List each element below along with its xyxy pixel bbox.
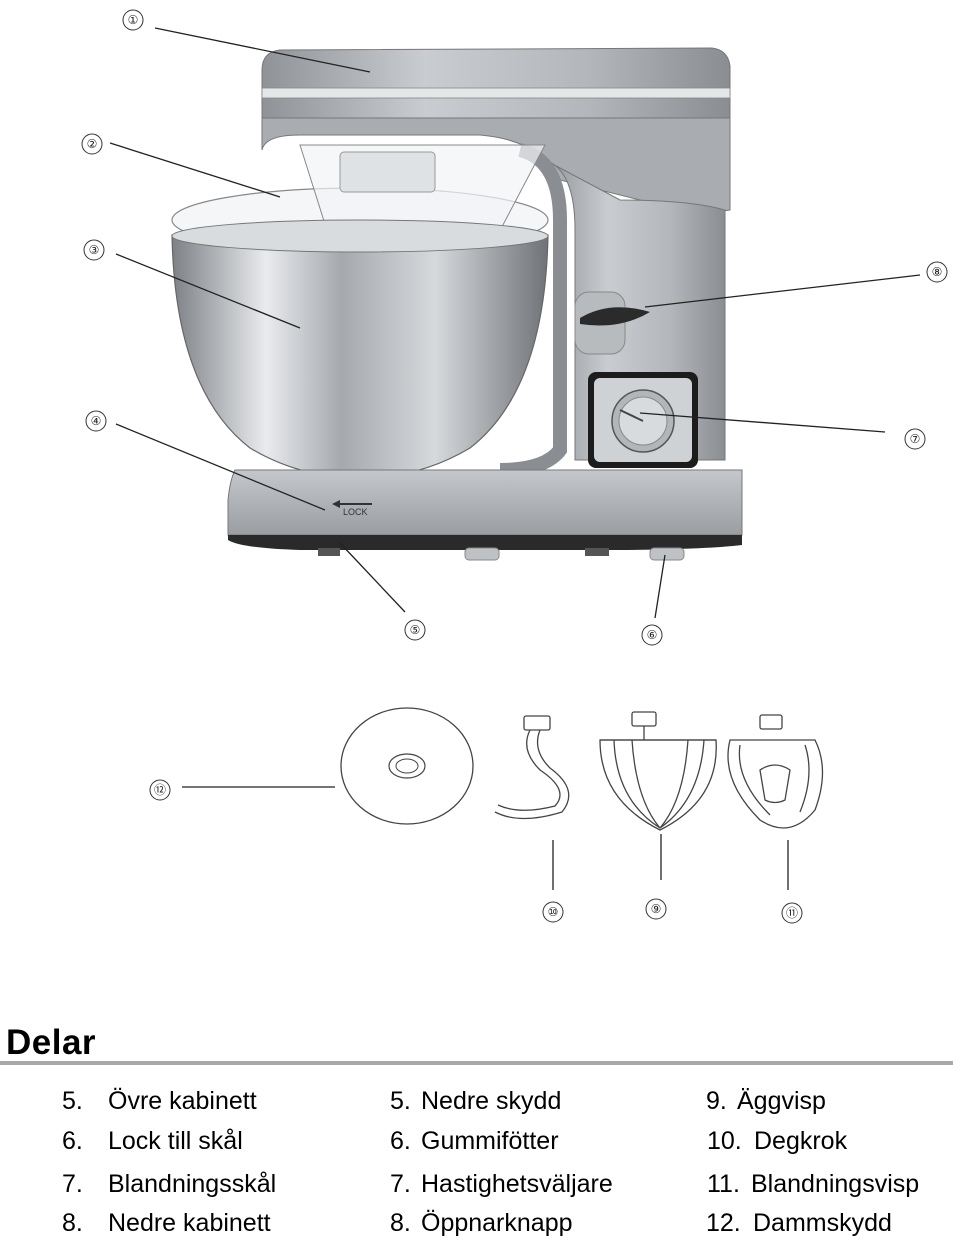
part-num: 11.: [707, 1170, 740, 1198]
part-label: Nedre kabinett: [108, 1209, 271, 1237]
part-num: 8.: [390, 1209, 411, 1237]
head-release-lever: [574, 291, 650, 355]
part-label: Nedre skydd: [421, 1087, 562, 1115]
part-num: 5.: [62, 1087, 83, 1115]
mixing-bowl: [171, 219, 549, 479]
part-label: Blandningsskål: [108, 1170, 277, 1198]
callout-lines: [109, 27, 921, 890]
flat-beater: [727, 714, 824, 829]
part-num: 9.: [706, 1087, 727, 1115]
callout-6: ⑥: [647, 628, 658, 642]
speed-selector: [588, 372, 698, 468]
callout-1: ①: [128, 13, 139, 27]
callout-12: ⑫: [154, 783, 166, 797]
dough-hook: [494, 715, 570, 820]
part-num: 10.: [707, 1127, 742, 1155]
part-label: Övre kabinett: [108, 1087, 257, 1115]
lock-label: LOCK: [343, 507, 368, 517]
callout-10: ⑩: [548, 905, 559, 919]
callout-2: ②: [87, 137, 98, 151]
part-num: 5.: [390, 1087, 411, 1115]
part-label: Hastighetsväljare: [421, 1170, 613, 1198]
part-label: Lock till skål: [108, 1127, 243, 1155]
callout-9: ⑨: [651, 902, 662, 916]
part-label: Blandningsvisp: [751, 1170, 920, 1198]
callout-3: ③: [89, 243, 100, 257]
section-heading: Delar: [6, 1023, 97, 1062]
part-num: 6.: [390, 1127, 411, 1155]
part-num: 8.: [62, 1209, 83, 1237]
mixer-base: LOCK: [227, 469, 743, 561]
part-label: Gummifötter: [421, 1127, 559, 1155]
part-num: 12.: [706, 1209, 741, 1237]
part-num: 7.: [62, 1170, 83, 1198]
heading-divider: [0, 1061, 953, 1065]
part-label: Äggvisp: [737, 1087, 826, 1115]
whisk: [599, 711, 717, 831]
callout-5: ⑤: [410, 623, 421, 637]
part-num: 6.: [62, 1127, 83, 1155]
callout-7: ⑦: [910, 432, 921, 446]
part-label: Degkrok: [754, 1127, 848, 1155]
part-label: Dammskydd: [753, 1209, 892, 1237]
callout-11: ⑪: [786, 906, 798, 920]
callout-8: ⑧: [932, 265, 943, 279]
dust-cover: [340, 707, 474, 825]
part-num: 7.: [390, 1170, 411, 1198]
part-label: Öppnarknapp: [421, 1209, 573, 1237]
callout-4: ④: [91, 414, 102, 428]
stand-mixer-diagram: LOCK ① ② ③: [81, 9, 948, 924]
callout-numbers: ① ② ③ ④ ⑤ ⑥ ⑦ ⑧ ⑫ ⑩ ⑨ ⑪: [81, 9, 948, 924]
